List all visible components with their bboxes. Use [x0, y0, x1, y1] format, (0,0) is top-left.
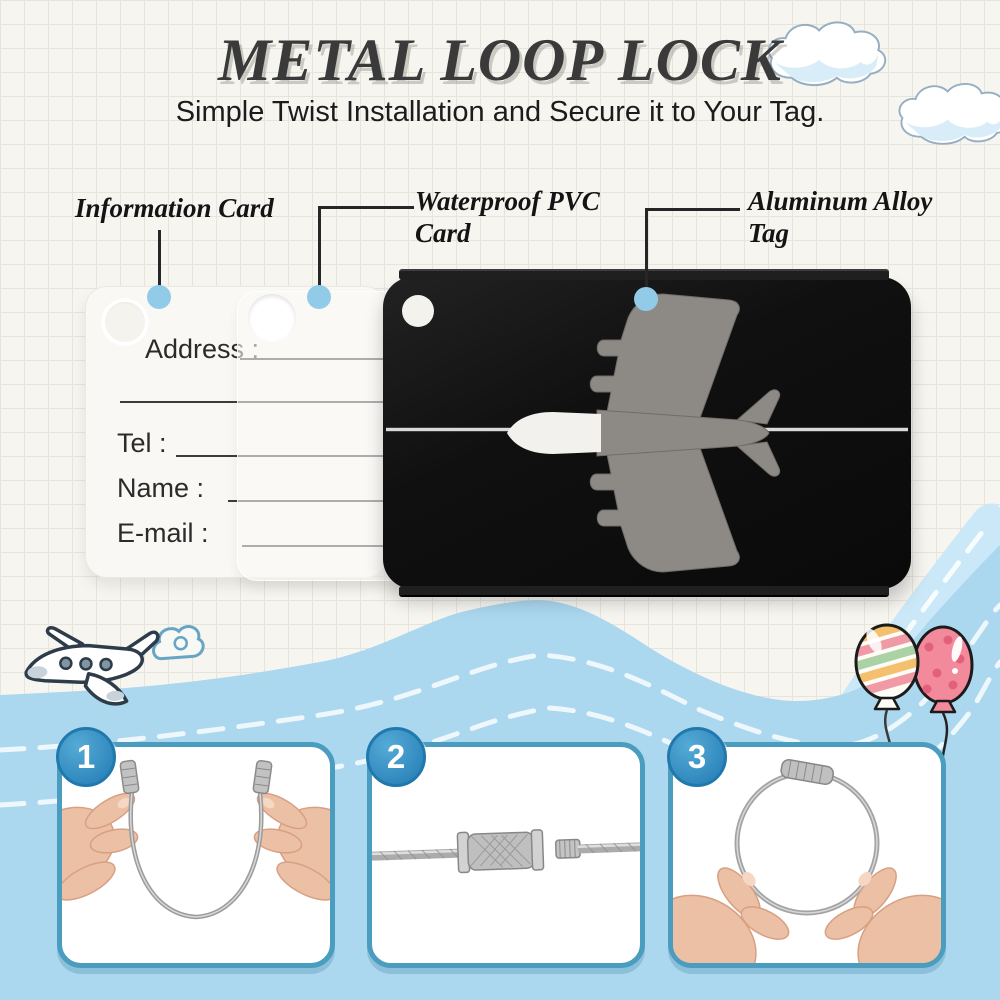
field-label-email: E-mail :: [117, 518, 209, 548]
callout-line: [318, 206, 321, 290]
callout-dot: [307, 285, 331, 309]
callout-dot: [147, 285, 171, 309]
callout-line: [645, 208, 648, 290]
step-number-badge: 1: [56, 727, 116, 787]
hands-opening-wire-loop: [62, 759, 330, 920]
field-label-tel: Tel :: [117, 428, 167, 458]
callout-line: [158, 230, 161, 290]
cloud-icon: [767, 21, 887, 87]
hands-holding-closed-wire-loop: [673, 758, 941, 963]
callout-pvc-card: Waterproof PVC Card: [415, 186, 600, 249]
aluminum-tag: [383, 269, 911, 597]
step-2-panel: 2: [366, 727, 645, 968]
screw-clasp-twist-connection: [372, 829, 640, 874]
callout-dot: [634, 287, 658, 311]
airplane-silhouette-icon: [507, 293, 781, 573]
field-label-name: Name :: [117, 473, 205, 503]
page-title: METAL LOOP LOCK: [218, 27, 782, 93]
tag-hole: [402, 295, 434, 327]
callout-information-card: Information Card: [75, 193, 274, 223]
step-1-panel: 1: [56, 727, 335, 968]
balloons-icon: [847, 617, 974, 782]
pvc-card-hole: [248, 294, 296, 342]
card-hole: [101, 298, 149, 346]
callout-line: [645, 208, 740, 211]
callout-aluminum-tag: Aluminum Alloy Tag: [748, 186, 933, 249]
step-number-badge: 3: [667, 727, 727, 787]
step-number-badge: 2: [366, 727, 426, 787]
cartoon-airplane-icon: [24, 625, 205, 706]
callout-line: [318, 206, 414, 209]
step-3-panel: 3: [667, 727, 946, 968]
page-subtitle: Simple Twist Installation and Secure it …: [175, 96, 825, 128]
cloud-icon: [898, 83, 1000, 145]
